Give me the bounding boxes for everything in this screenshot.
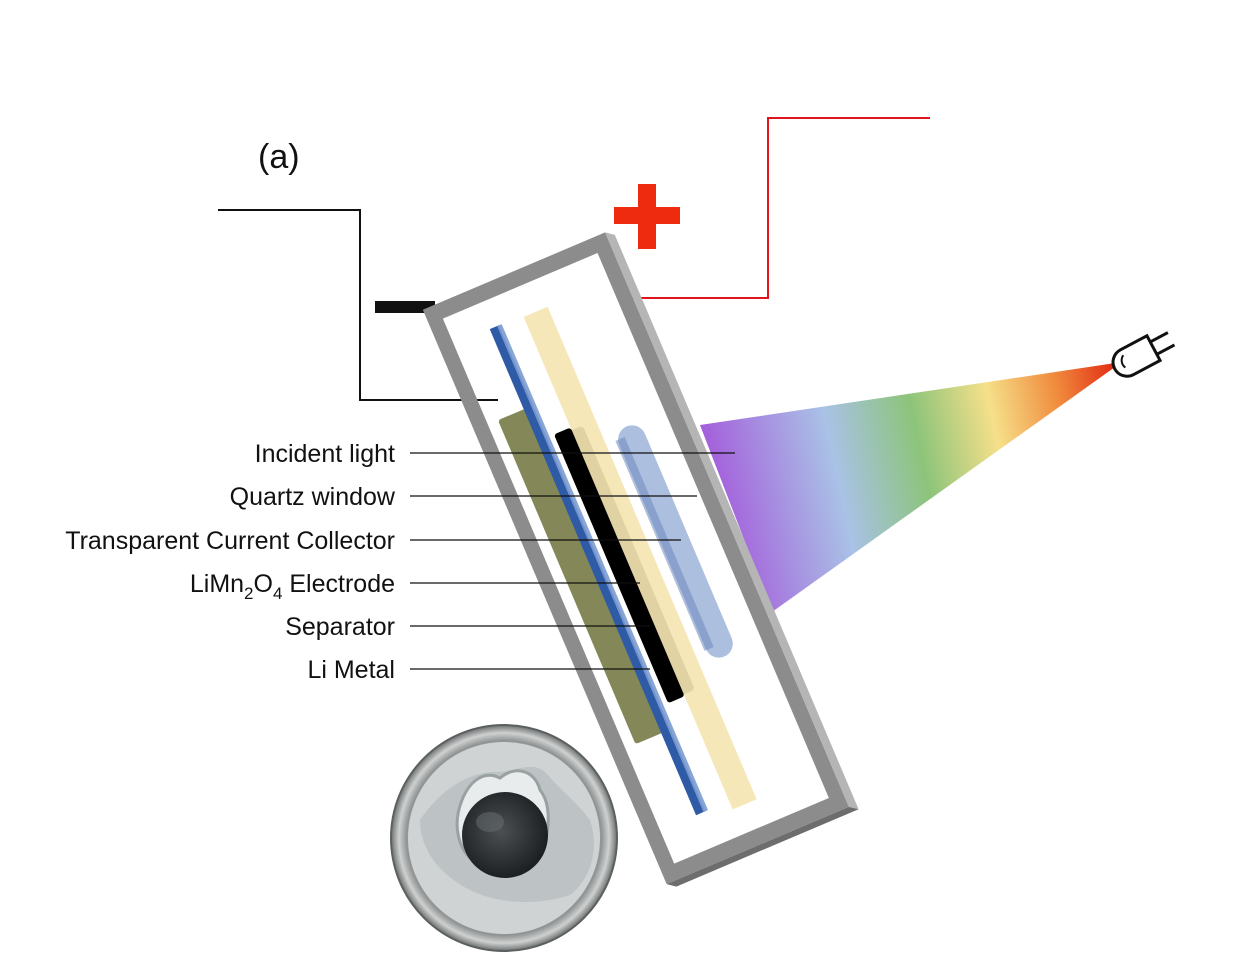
label-incident-light: Incident light xyxy=(255,440,395,468)
negative-terminal-sign xyxy=(375,301,435,313)
plug-lamp-icon xyxy=(1111,331,1176,378)
label-transparent-current-collector: Transparent Current Collector xyxy=(65,527,395,555)
cell-frame xyxy=(422,232,859,887)
positive-terminal-sign xyxy=(614,184,680,249)
light-beam xyxy=(700,362,1122,612)
li-metal-layer xyxy=(498,407,668,744)
label-quartz-window: Quartz window xyxy=(230,483,396,511)
coin-cell-photo xyxy=(390,724,618,952)
label-limn2o4-electrode: LiMn2O4 Electrode xyxy=(190,570,395,603)
positive-terminal-label: + xyxy=(0,0,1,1)
leader-lines xyxy=(410,452,735,670)
negative-wire xyxy=(218,209,498,401)
quartz-window-layer xyxy=(618,425,733,658)
cell-assembly xyxy=(422,232,859,887)
positive-wire xyxy=(620,117,930,299)
label-separator: Separator xyxy=(285,613,395,641)
negative-terminal-label: − xyxy=(0,0,1,1)
electrode-layer xyxy=(554,428,684,703)
label-li-metal: Li Metal xyxy=(307,656,395,684)
separator-layer xyxy=(489,325,706,816)
panel-label: (a) xyxy=(258,138,300,176)
